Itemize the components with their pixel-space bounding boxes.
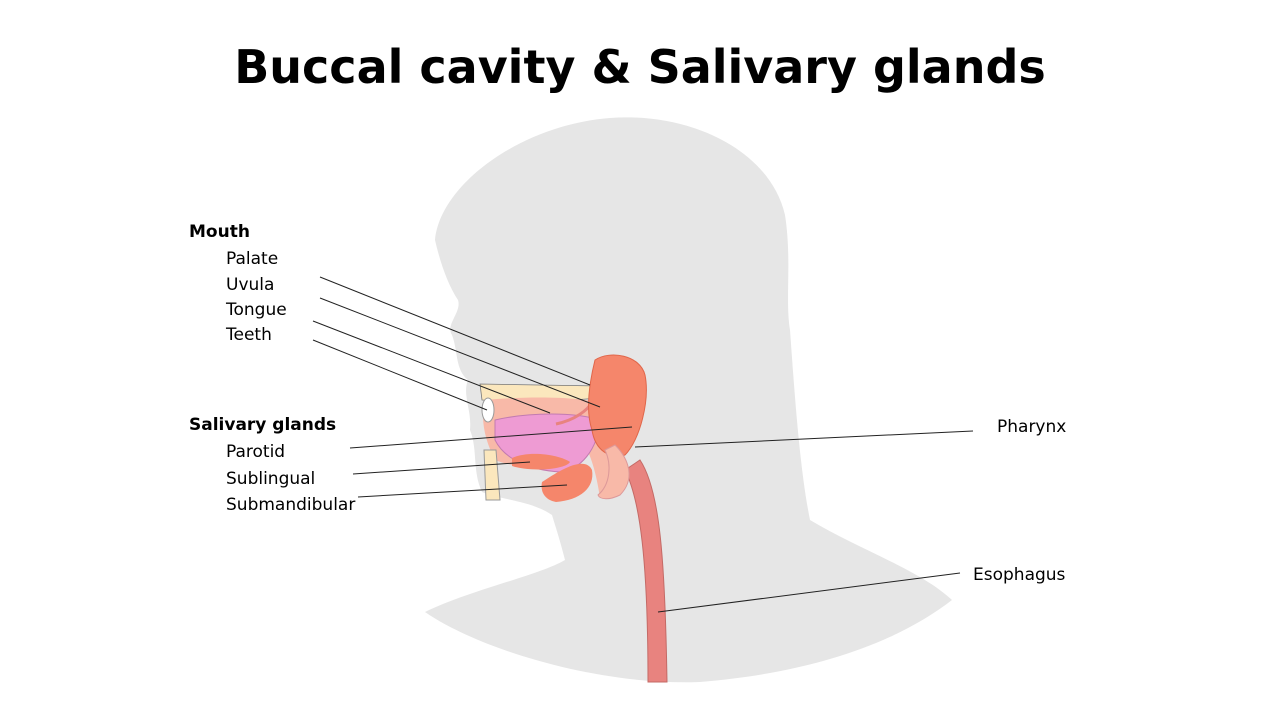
parotid-line	[349, 426, 633, 449]
sublingual-line	[352, 461, 531, 475]
palate-line	[319, 276, 591, 386]
leader-lines	[312, 276, 974, 613]
salivary-heading: Salivary glands	[189, 415, 337, 435]
label-submandibular: Submandibular	[226, 495, 356, 515]
label-uvula: Uvula	[226, 275, 275, 295]
submandibular-gland	[541, 463, 593, 502]
teeth-line	[312, 339, 488, 411]
pharynx	[597, 444, 630, 500]
label-tongue: Tongue	[226, 300, 287, 320]
esophagus	[624, 459, 668, 683]
uvula-line	[319, 297, 601, 408]
label-parotid: Parotid	[226, 442, 286, 462]
page-title: Buccal cavity & Salivary glands	[234, 40, 1046, 94]
teeth-upper	[481, 397, 495, 423]
sublingual-gland	[512, 453, 570, 470]
head-silhouette	[425, 117, 952, 683]
submandibular-line	[357, 484, 568, 498]
mouth-heading: Mouth	[189, 222, 250, 242]
label-sublingual: Sublingual	[226, 469, 316, 489]
pharynx-line	[634, 430, 974, 448]
label-palate: Palate	[226, 249, 279, 269]
esophagus-line	[657, 572, 961, 613]
parotid-gland	[588, 354, 647, 457]
label-teeth: Teeth	[226, 325, 272, 345]
label-pharynx: Pharynx	[997, 417, 1067, 437]
tongue-line	[312, 320, 551, 414]
label-esophagus: Esophagus	[973, 565, 1066, 585]
teeth-lower	[483, 449, 501, 501]
